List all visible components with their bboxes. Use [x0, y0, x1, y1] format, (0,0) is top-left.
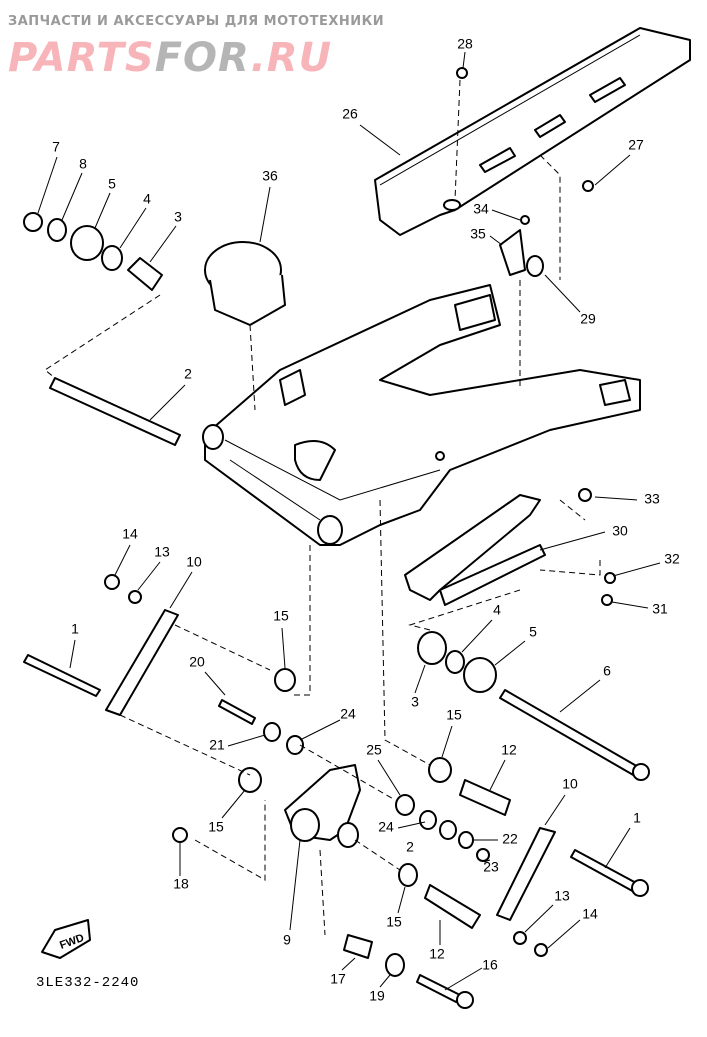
callout: 3	[411, 694, 419, 710]
callout: 14	[582, 906, 598, 922]
callout: 7	[52, 139, 60, 155]
callout: 12	[501, 742, 517, 758]
callout: 12	[429, 946, 445, 962]
callout: 1	[633, 810, 641, 826]
callout: 23	[483, 859, 499, 875]
callout: 15	[386, 914, 402, 930]
callout: 15	[273, 608, 289, 624]
callout: 32	[664, 551, 680, 567]
watermark-brand-2: FOR	[154, 35, 251, 81]
callout: 5	[529, 624, 537, 640]
callout: 21	[209, 737, 225, 753]
callout: 19	[369, 988, 385, 1004]
watermark-brand-1: PARTS	[8, 35, 155, 81]
callout: 34	[473, 201, 489, 217]
swingarm	[202, 284, 641, 546]
callout: 31	[652, 601, 668, 617]
watermark-brand-3: .RU	[250, 35, 333, 81]
chain-guide	[404, 494, 541, 601]
callout: 20	[189, 654, 205, 670]
callout: 5	[108, 176, 116, 192]
callout: 15	[208, 819, 224, 835]
dust-seal	[204, 241, 286, 326]
callout: 13	[154, 544, 170, 560]
callout: 36	[262, 168, 278, 184]
callout: 18	[173, 876, 189, 892]
callout: 14	[122, 526, 138, 542]
callout: 10	[562, 776, 578, 792]
callout: 24	[378, 819, 394, 835]
callout: 2	[406, 839, 414, 855]
callout-labels: 28 26 27 7 8 5 4 3 36 34 35 29 2 33 30 1…	[52, 36, 680, 1004]
callout: 24	[340, 706, 356, 722]
callout: 15	[446, 707, 462, 723]
callout: 35	[470, 226, 486, 242]
fwd-arrow: FWD	[41, 919, 91, 959]
callout: 16	[482, 957, 498, 973]
callout: 27	[628, 137, 644, 153]
callout: 28	[457, 36, 473, 52]
callout: 17	[330, 971, 346, 987]
callout: 25	[366, 742, 382, 758]
part-code: 3LE332-2240	[36, 975, 140, 991]
callout: 6	[603, 663, 611, 679]
callout: 4	[493, 602, 501, 618]
callout: 4	[143, 191, 151, 207]
watermark-logo: PARTSFOR.RU	[8, 34, 332, 82]
callout: 30	[612, 523, 628, 539]
callout: 8	[79, 156, 87, 172]
callout: 22	[502, 831, 518, 847]
callout: 2	[184, 366, 192, 382]
callout: 13	[554, 888, 570, 904]
callout: 9	[283, 932, 291, 948]
callout: 1	[71, 621, 79, 637]
callout: 33	[644, 491, 660, 507]
callout: 29	[580, 311, 596, 327]
chain-guard	[374, 27, 691, 236]
watermark-tagline: ЗАПЧАСТИ И АКСЕССУАРЫ ДЛЯ МОТОТЕХНИКИ	[8, 14, 385, 29]
callout: 10	[186, 554, 202, 570]
callout: 3	[174, 209, 182, 225]
callout: 26	[342, 106, 358, 122]
